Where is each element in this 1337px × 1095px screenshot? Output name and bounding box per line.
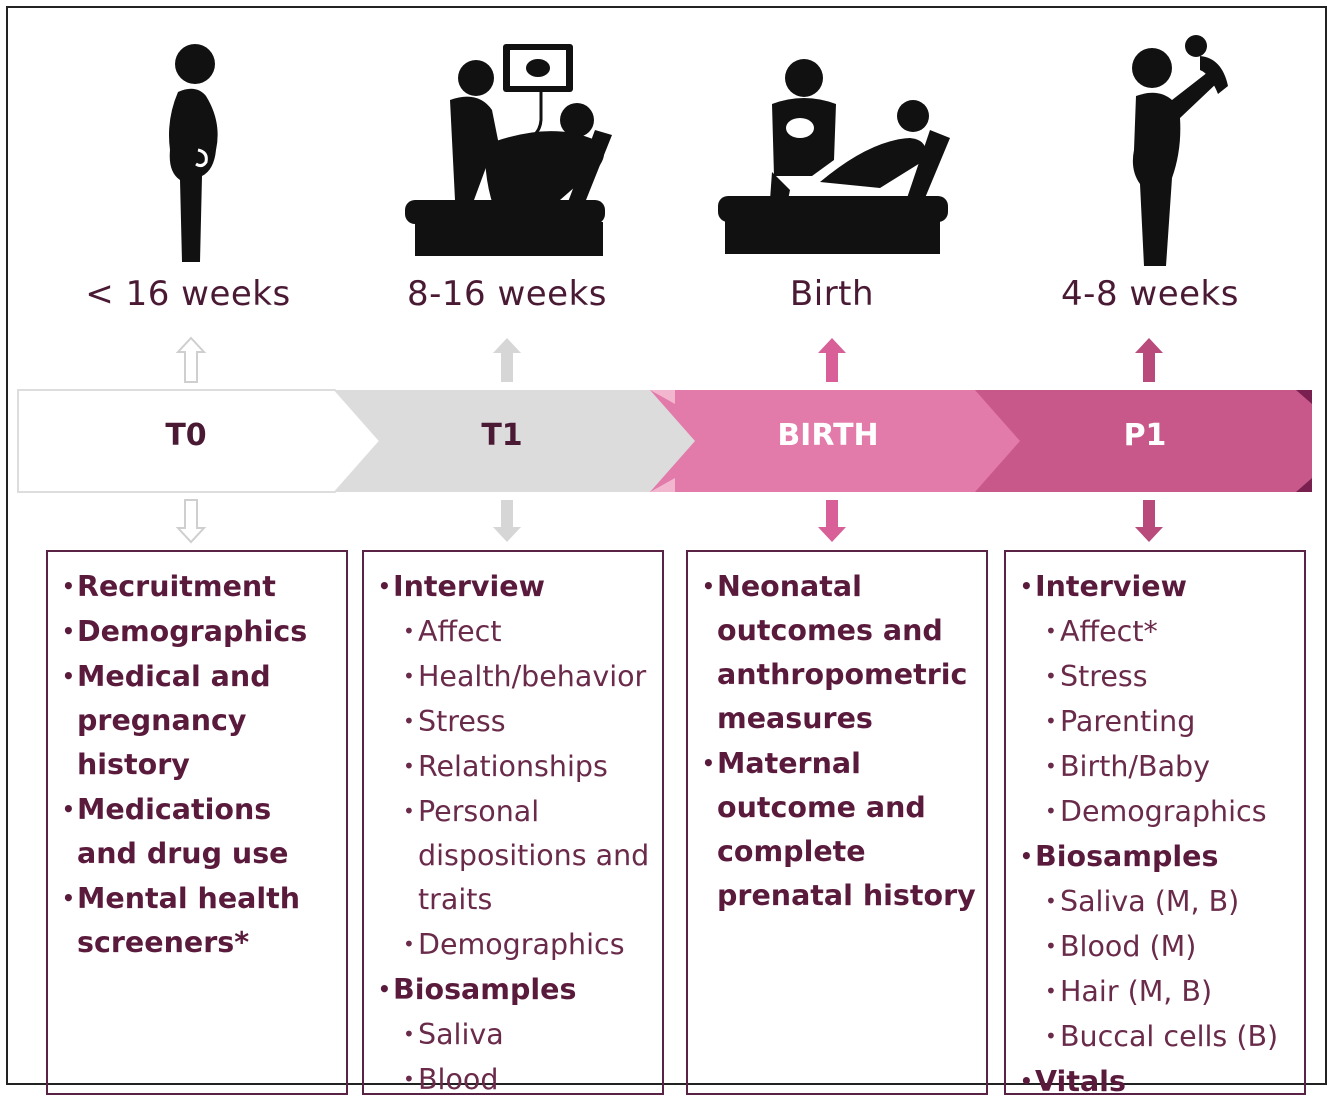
arrow-down-t0 xyxy=(175,499,207,544)
list-subitem: Stress xyxy=(378,699,656,744)
list-subitem: Blood (M) xyxy=(1020,924,1298,969)
list-item: Neonatal outcomes and anthropometric mea… xyxy=(702,564,980,741)
list-subitem: Demographics xyxy=(1020,789,1298,834)
arrow-up-t0 xyxy=(175,336,207,383)
birth-delivery-icon xyxy=(718,59,950,254)
list-item: Mental health screeners* xyxy=(62,876,340,965)
band-segment-t1 xyxy=(335,390,700,492)
timeline-band xyxy=(17,336,1312,544)
list-subitem: Stress xyxy=(1020,654,1298,699)
arrow-up-t1 xyxy=(493,338,521,382)
list-subitem: Personal dispositions and traits xyxy=(378,789,656,922)
band-segment-birth xyxy=(650,390,1023,492)
list-item: Biosamples xyxy=(378,967,656,1012)
stage-label-t1: 8-16 weeks xyxy=(406,274,608,314)
list-item: Biosamples xyxy=(1020,834,1298,879)
list-subitem: Demographics xyxy=(378,922,656,967)
arrow-down-p1 xyxy=(1135,500,1163,542)
list-item: Medications and drug use xyxy=(62,787,340,876)
band-label-t1: T1 xyxy=(481,418,523,453)
stage-label-p1: 4-8 weeks xyxy=(1061,274,1239,314)
band-label-p1: P1 xyxy=(1123,418,1167,453)
figure-frame xyxy=(6,6,1327,1085)
box-p1: InterviewAffect*StressParentingBirth/Bab… xyxy=(1004,550,1306,1095)
list-subitem: Affect* xyxy=(1020,609,1298,654)
list-item: Interview xyxy=(378,564,656,609)
list-subitem: Parenting xyxy=(1020,699,1298,744)
pregnant-woman-icon xyxy=(169,44,218,262)
arrow-down-birth xyxy=(818,500,846,542)
list-item: Demographics xyxy=(62,609,340,654)
arrow-up-birth xyxy=(818,338,846,382)
list-subitem: Affect xyxy=(378,609,656,654)
parent-holding-baby-icon xyxy=(1132,35,1228,266)
stage-icons xyxy=(169,35,1228,266)
list-subitem: Relationships xyxy=(378,744,656,789)
list-item: Vitals xyxy=(1020,1059,1298,1093)
stage-label-birth: Birth xyxy=(789,274,875,314)
arrow-down-t1 xyxy=(493,500,521,542)
stage-label-t0: < 16 weeks xyxy=(85,274,291,314)
box-t0: RecruitmentDemographicsMedical and pregn… xyxy=(46,550,348,1095)
arrow-up-p1 xyxy=(1135,338,1163,382)
list-subitem: Hair (M, B) xyxy=(1020,969,1298,1014)
list-subitem: Blood xyxy=(378,1057,656,1093)
list-subitem: Saliva (M, B) xyxy=(1020,879,1298,924)
list-subitem: Birth/Baby xyxy=(1020,744,1298,789)
list-item: Maternal outcome and complete prenatal h… xyxy=(702,741,980,918)
list-item: Medical and pregnancy history xyxy=(62,654,340,787)
list-item: Recruitment xyxy=(62,564,340,609)
box-t1: InterviewAffectHealth/behaviorStressRela… xyxy=(362,550,664,1095)
ultrasound-exam-icon xyxy=(405,44,612,256)
list-subitem: Buccal cells (B) xyxy=(1020,1014,1298,1059)
list-subitem: Health/behavior xyxy=(378,654,656,699)
list-item: Interview xyxy=(1020,564,1298,609)
list-subitem: Saliva xyxy=(378,1012,656,1057)
box-birth: Neonatal outcomes and anthropometric mea… xyxy=(686,550,988,1095)
band-label-birth: BIRTH xyxy=(777,418,879,453)
band-label-t0: T0 xyxy=(165,418,207,453)
band-segment-p1 xyxy=(975,390,1312,492)
